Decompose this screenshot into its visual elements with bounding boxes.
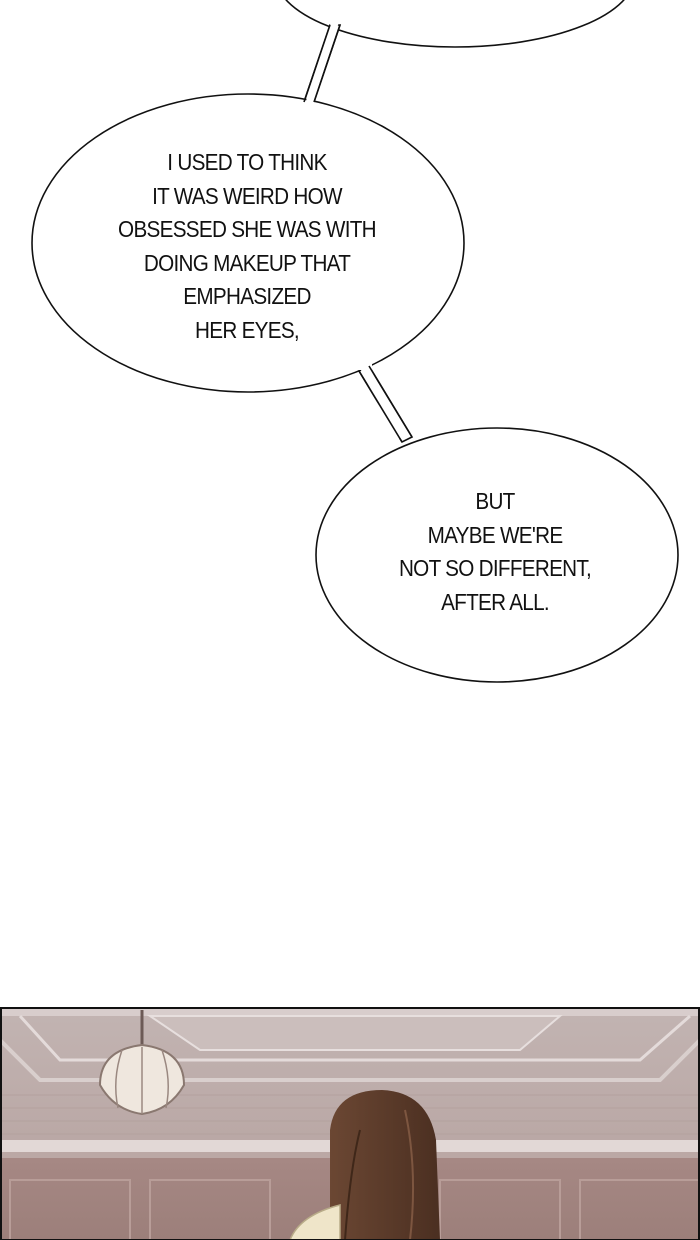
dialogue-line: MAYBE WE'RE [427,521,564,548]
dialogue-line: OBSESSED SHE WAS WITH [118,216,377,243]
speech-bubble-top [285,0,625,48]
dialogue-line: DOING MAKEUP THAT [143,249,351,276]
comic-panel [0,1007,700,1240]
dialogue-line: I USED TO THINK [167,149,327,175]
speech-bubble-2-text: BUT MAYBE WE'RE NOT SO DIFFERENT, AFTER … [365,485,626,619]
speech-bubble-2 [315,427,679,683]
dialogue-line: NOT SO DIFFERENT, [398,555,592,582]
dialogue-line: BUT [475,488,515,514]
dialogue-line: AFTER ALL. [441,588,550,615]
speech-bubble-1-text: I USED TO THINK IT WAS WEIRD HOW OBSESSE… [79,146,416,348]
dialogue-line: HER EYES, [195,316,300,343]
dialogue-line: EMPHASIZED [183,283,311,310]
dialogue-line: IT WAS WEIRD HOW [152,182,342,209]
speech-bubble-1 [31,93,465,393]
